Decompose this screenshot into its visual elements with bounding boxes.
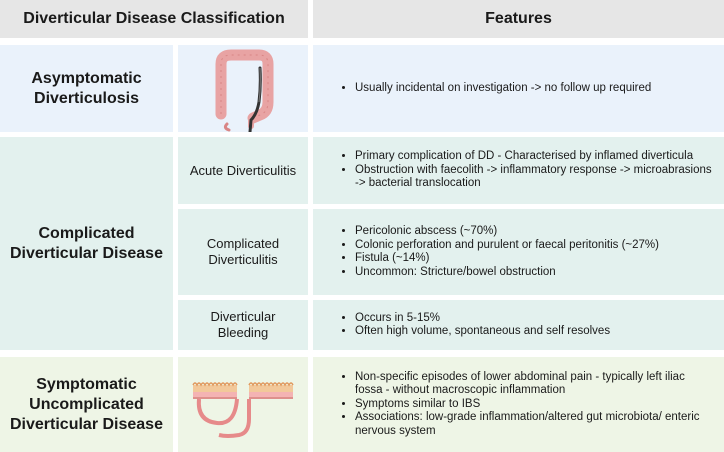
- complicated-title-line2: Diverticular Disease: [10, 244, 163, 262]
- diverticular-bleeding-label: Diverticular Bleeding: [178, 300, 308, 350]
- symptomatic-title-line2: Uncomplicated: [29, 395, 144, 413]
- bleeding-feature-list: Occurs in 5-15% Often high volume, spont…: [343, 312, 610, 339]
- list-item: Non-specific episodes of lower abdominal…: [355, 371, 714, 398]
- bleeding-features: Occurs in 5-15% Often high volume, spont…: [313, 300, 724, 350]
- complicated-diverticulitis-features: Pericolonic abscess (~70%) Colonic perfo…: [313, 209, 724, 295]
- symptomatic-title-line1: Symptomatic: [36, 375, 137, 393]
- header-classification-text: Diverticular Disease Classification: [23, 10, 285, 27]
- compl-label-line2: Diverticulitis: [208, 252, 278, 267]
- symptomatic-title: Symptomatic Uncomplicated Diverticular D…: [0, 357, 173, 452]
- acute-diverticulitis-label: Acute Diverticulitis: [178, 137, 308, 204]
- list-item: Usually incidental on investigation -> n…: [355, 82, 651, 96]
- list-item: Occurs in 5-15%: [355, 312, 610, 326]
- asymptomatic-features: Usually incidental on investigation -> n…: [313, 45, 724, 132]
- list-item: Symptoms similar to IBS: [355, 398, 714, 412]
- asymptomatic-title-line2: Diverticulosis: [34, 89, 139, 107]
- symptomatic-features: Non-specific episodes of lower abdominal…: [313, 357, 724, 452]
- asymptomatic-feature-list: Usually incidental on investigation -> n…: [343, 82, 651, 96]
- acute-feature-list: Primary complication of DD - Characteris…: [343, 150, 714, 191]
- bleeding-label-line2: Bleeding: [217, 325, 269, 340]
- asymptomatic-title: Asymptomatic Diverticulosis: [0, 45, 173, 132]
- list-item: Fistula (~14%): [355, 252, 659, 266]
- bleeding-label-line1: Diverticular: [210, 309, 276, 324]
- list-item: Obstruction with faecolith -> inflammato…: [355, 164, 714, 191]
- list-item: Colonic perforation and purulent or faec…: [355, 239, 659, 253]
- colon-image-cell: [178, 45, 308, 132]
- complicated-title-line1: Complicated: [38, 224, 135, 242]
- list-item: Primary complication of DD - Characteris…: [355, 150, 714, 164]
- complicated-diverticulitis-label: Complicated Diverticulitis: [178, 209, 308, 295]
- symptomatic-title-line3: Diverticular Disease: [10, 415, 163, 433]
- acute-features: Primary complication of DD - Characteris…: [313, 137, 724, 204]
- asymptomatic-title-line1: Asymptomatic: [31, 69, 142, 87]
- symptomatic-feature-list: Non-specific episodes of lower abdominal…: [343, 371, 714, 439]
- list-item: Often high volume, spontaneous and self …: [355, 325, 610, 339]
- list-item: Pericolonic abscess (~70%): [355, 225, 659, 239]
- diverticulum-icon: [192, 381, 294, 438]
- diverticulum-image-cell: [178, 357, 308, 452]
- header-features-text: Features: [485, 10, 552, 27]
- compl-feature-list: Pericolonic abscess (~70%) Colonic perfo…: [343, 225, 659, 279]
- header-classification: Diverticular Disease Classification: [0, 0, 308, 38]
- acute-label-text: Acute Diverticulitis: [189, 162, 297, 178]
- colon-icon: [215, 49, 274, 132]
- compl-label-line1: Complicated: [206, 236, 280, 251]
- list-item: Uncommon: Stricture/bowel obstruction: [355, 266, 659, 280]
- header-features: Features: [313, 0, 724, 38]
- list-item: Associations: low-grade inflammation/alt…: [355, 411, 714, 438]
- complicated-title: Complicated Diverticular Disease: [0, 137, 173, 350]
